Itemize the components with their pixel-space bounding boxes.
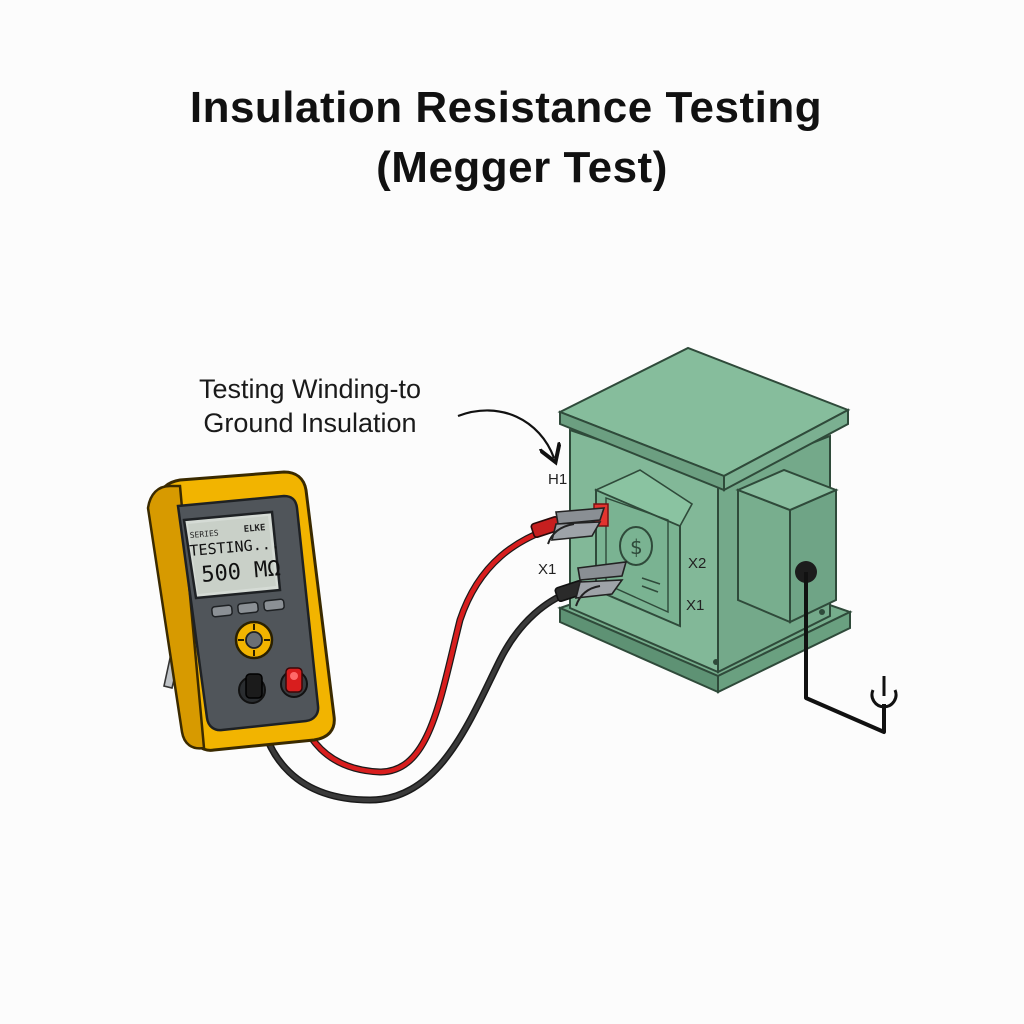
ground-symbol-icon [870, 676, 898, 709]
callout-arrow-icon [457, 409, 554, 458]
meter-button-2[interactable] [237, 601, 259, 615]
meter-brand-small-left: SERIES [189, 528, 219, 540]
meter-rotary-dial[interactable] [234, 620, 274, 660]
meter-button-3[interactable] [263, 598, 285, 612]
callout-label: Testing Winding-to Ground Insulation [160, 372, 460, 440]
meter-button-1[interactable] [211, 604, 233, 618]
label-x1-right: X1 [686, 597, 704, 614]
label-x1-left: X1 [538, 561, 556, 578]
megger-meter: SERIES ELKE TESTING... 500 MΩ [146, 470, 336, 752]
callout-line-2: Ground Insulation [203, 408, 417, 438]
ground-wire [804, 572, 886, 734]
diagram-title: Insulation Resistance Testing (Megger Te… [0, 78, 1024, 198]
svg-text:$: $ [630, 535, 643, 559]
label-h1: H1 [548, 471, 567, 488]
title-line-1: Insulation Resistance Testing [189, 83, 823, 132]
title-line-2: (Megger Test) [376, 143, 668, 192]
transformer: $ [557, 346, 853, 694]
currency-symbol-icon [619, 526, 653, 566]
red-alligator-clip [530, 507, 606, 545]
label-x2: X2 [688, 555, 706, 572]
callout-line-1: Testing Winding-to [198, 374, 422, 404]
meter-brand-small-right: ELKE [243, 523, 265, 535]
black-alligator-clip [554, 561, 628, 607]
